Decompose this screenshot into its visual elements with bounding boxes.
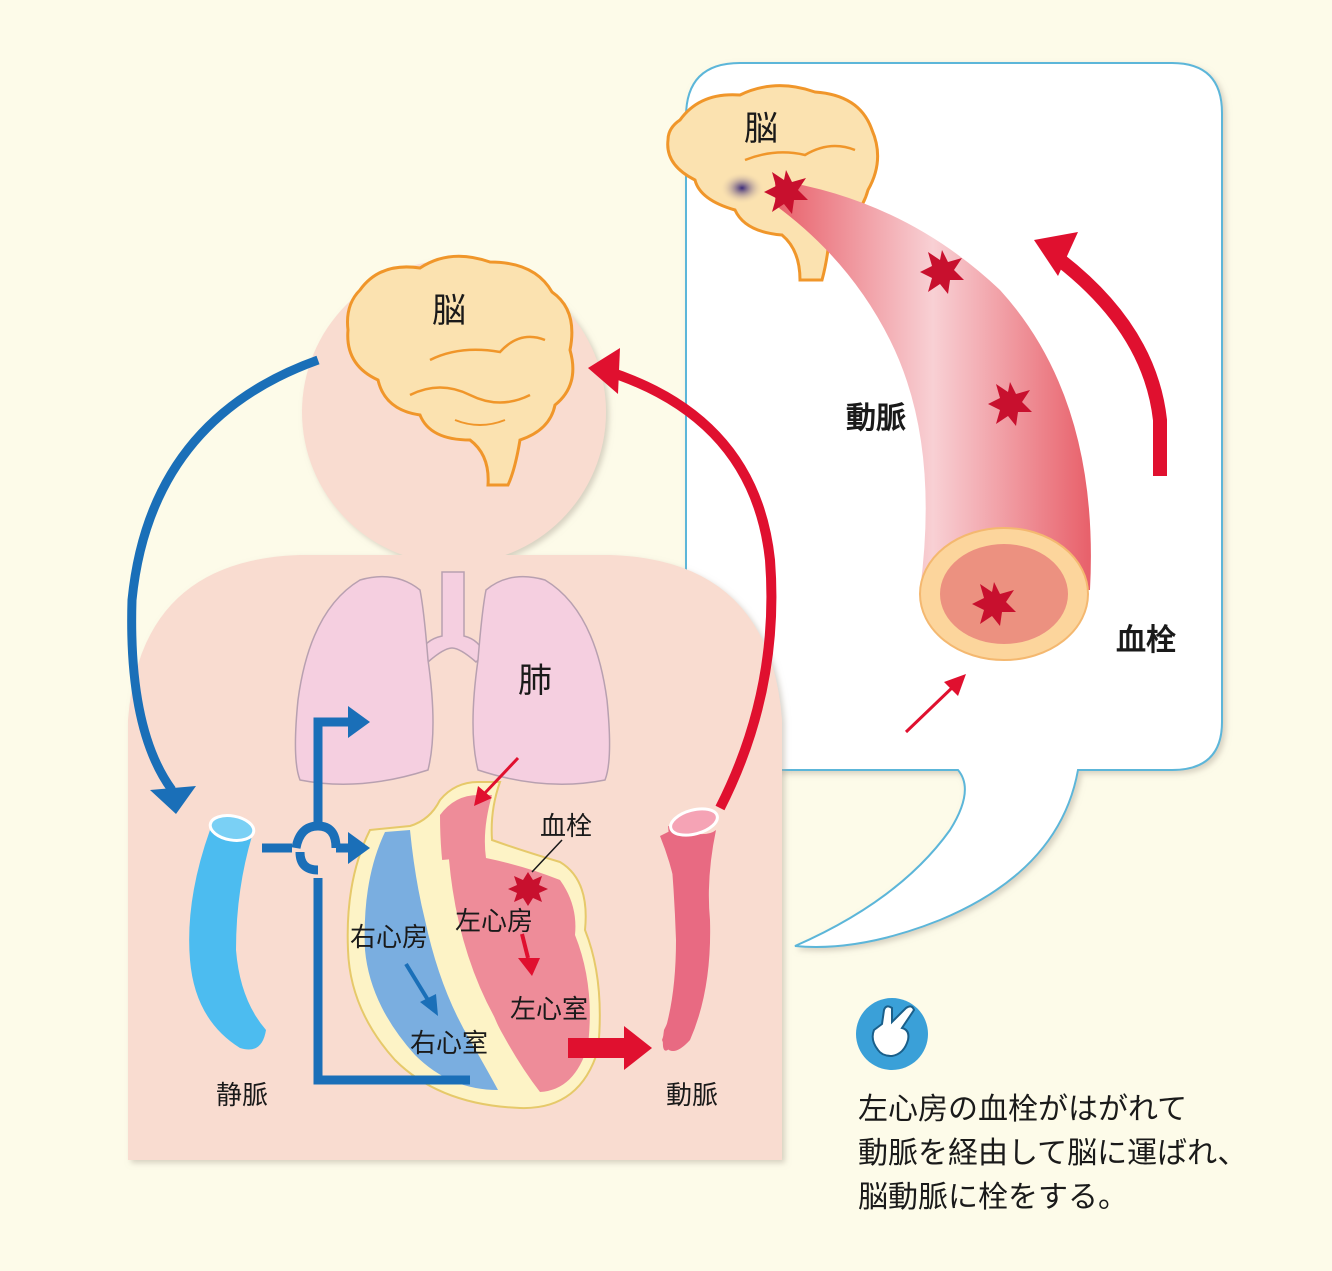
vein-label: 静脈 (216, 1081, 268, 1111)
embolus-zoom-1 (764, 170, 808, 214)
heart (346, 781, 601, 1110)
brain-label: 脳 (432, 291, 466, 331)
brain-main (346, 254, 575, 487)
lung-label: 肺 (518, 661, 552, 701)
right-atrium-label: 右心房 (350, 923, 428, 953)
lungs (294, 571, 611, 785)
brain-zoom-label: 脳 (744, 109, 778, 149)
heart-to-artery-arrow (568, 1026, 652, 1070)
embolus-zoom-label: 血栓 (1116, 623, 1176, 658)
embolus-heart-label: 血栓 (540, 812, 592, 842)
arrow-to-heart (348, 832, 370, 864)
embolus-heart (508, 839, 563, 906)
arterial-supply-arrow (588, 348, 777, 811)
arrow-to-lung (348, 706, 370, 738)
embolus-zoom-2 (920, 250, 964, 294)
left-ventricle-label: 左心室 (510, 995, 588, 1025)
embolus-zoom-4 (972, 582, 1016, 626)
embolus-zoom-3 (988, 382, 1032, 426)
caption: 左心房の血栓がはがれて 動脈を経由して脳に運ばれ、 脳動脈に栓をする。 (858, 1088, 1298, 1220)
left-atrium-label: 左心房 (455, 907, 533, 937)
venous-return-arrow (127, 355, 320, 814)
zoom-flow-arrow-large (1034, 232, 1167, 476)
caption-line-3: 脳動脈に栓をする。 (858, 1180, 1128, 1215)
caption-line-2: 動脈を経由して脳に運ばれ、 (858, 1136, 1248, 1171)
pointing-hand-icon (856, 998, 928, 1070)
caption-line-1: 左心房の血栓がはがれて (858, 1092, 1188, 1127)
heart-flow-arrows (404, 756, 540, 1016)
artery-zoom-label: 動脈 (846, 401, 906, 436)
venous-pipes (262, 717, 470, 1085)
right-ventricle-label: 右心室 (410, 1029, 488, 1059)
artery-body-label: 動脈 (666, 1081, 718, 1111)
artery-tube-body (660, 807, 719, 1051)
vein-tube (189, 814, 266, 1050)
zoom-flow-arrow-small (904, 674, 966, 734)
